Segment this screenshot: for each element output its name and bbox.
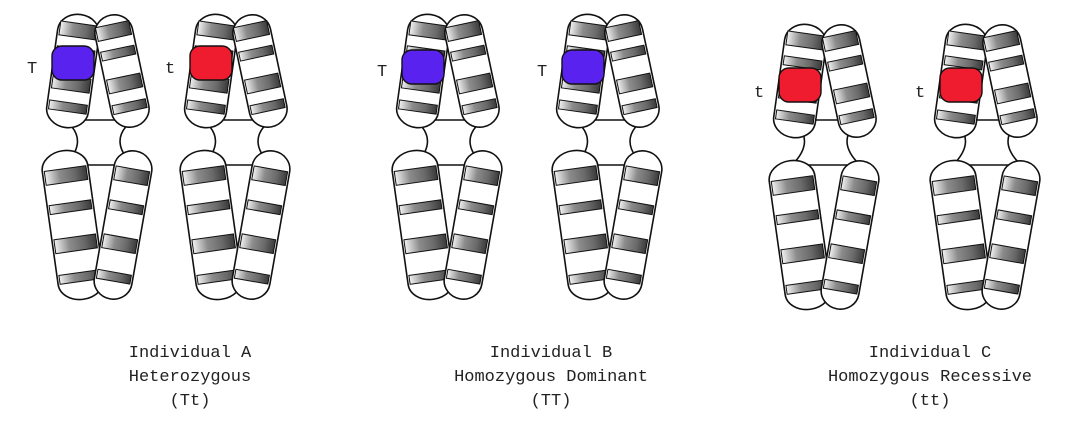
chromosome-arm (229, 148, 292, 302)
chromosome-arm (230, 11, 291, 130)
chromosome-arm (602, 11, 663, 130)
recessive-gene-locus (940, 68, 982, 102)
chromosome: t (915, 21, 1043, 312)
allele-label: T (377, 63, 387, 82)
genotype-label: (tt) (780, 390, 1070, 414)
dominant-gene-locus (562, 50, 604, 84)
zygosity-label: Homozygous Recessive (780, 366, 1070, 390)
chromosome: T (377, 11, 505, 302)
allele-label: T (27, 60, 37, 79)
allele-label: T (537, 63, 547, 82)
caption-individual-b: Individual B Homozygous Dominant (TT) (401, 342, 701, 414)
chromosome: T (27, 11, 155, 302)
chromosome: T (537, 11, 665, 302)
zygosity-label: Homozygous Dominant (401, 366, 701, 390)
recessive-gene-locus (190, 46, 232, 80)
chromosome-arm (442, 11, 503, 130)
chromosome-arm (818, 158, 881, 312)
dominant-gene-locus (402, 50, 444, 84)
individual-name: Individual B (401, 342, 701, 366)
chromosome-arm (91, 148, 154, 302)
individual-b-chromosomes: TT (377, 11, 665, 302)
allele-label: t (754, 84, 764, 103)
allele-label: t (165, 60, 175, 79)
allele-label: t (915, 84, 925, 103)
chromosome-arm (92, 11, 153, 130)
genotype-label: (TT) (401, 390, 701, 414)
genotype-label: (Tt) (40, 390, 340, 414)
individual-name: Individual C (780, 342, 1070, 366)
chromosome: t (165, 11, 293, 302)
individual-name: Individual A (40, 342, 340, 366)
chromosome-arm (979, 158, 1042, 312)
chromosome-arm (441, 148, 504, 302)
chromosome: t (754, 21, 882, 312)
dominant-gene-locus (52, 46, 94, 80)
zygosity-label: Heterozygous (40, 366, 340, 390)
recessive-gene-locus (779, 68, 821, 102)
caption-individual-a: Individual A Heterozygous (Tt) (40, 342, 340, 414)
chromosome-arm (601, 148, 664, 302)
caption-individual-c: Individual C Homozygous Recessive (tt) (780, 342, 1070, 414)
